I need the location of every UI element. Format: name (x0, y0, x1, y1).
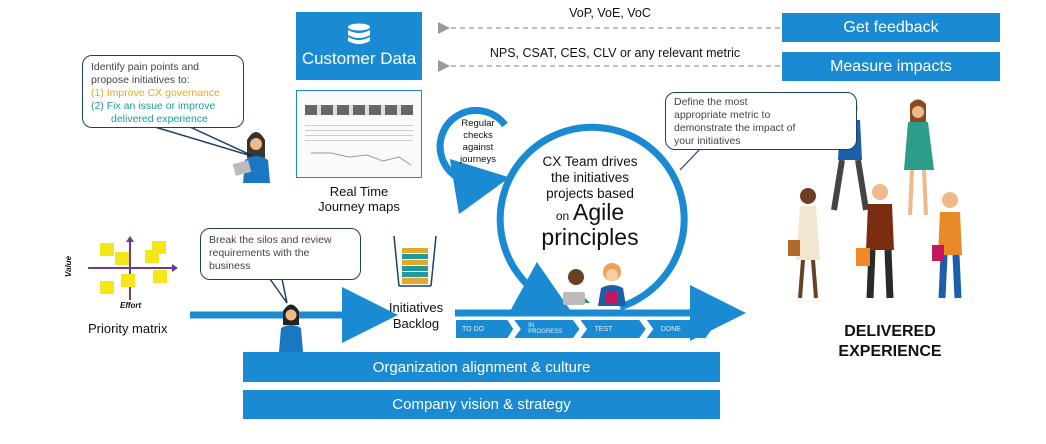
silos-line3: business (209, 260, 251, 272)
identify-line2: propose initiatives to: (91, 74, 190, 86)
backlog-line2: Backlog (392, 316, 440, 331)
initiatives-backlog-label: Initiatives Backlog (380, 300, 452, 332)
journey-maps-label: Real Time Journey maps (300, 184, 418, 214)
team-people-icon (562, 263, 626, 306)
define-line2: appropriate metric to (674, 109, 771, 121)
silos-line2: requirements with the (209, 247, 310, 259)
break-silos-bubble: Break the silos and review requirements … (200, 228, 361, 280)
identify-line1: Identify pain points and (91, 61, 199, 73)
agile-line3: projects based (546, 186, 634, 201)
kanban-stage-done[interactable]: DONE (646, 320, 712, 338)
agile-on: on (555, 209, 570, 223)
define-line4: your initiatives (674, 135, 741, 147)
kanban-stage-test[interactable]: TEST (580, 320, 646, 338)
company-vision-label: Company vision & strategy (392, 396, 571, 413)
backlog-stack-icon (393, 235, 437, 287)
kanban-label: TEST (594, 325, 613, 333)
voice-of-label: VoP, VoE, VoC (569, 6, 651, 20)
customer-data-label: Customer Data (301, 49, 417, 68)
agile-cycle-circle (496, 123, 688, 314)
identify-pain-points-bubble: Identify pain points and propose initiat… (82, 55, 244, 128)
regular-checks-text: Regular checks against journeys (450, 118, 506, 166)
analyst-person-icon (232, 132, 270, 183)
delivered-line2: EXPERIENCE (838, 343, 942, 360)
regular-checks-line2: checks (463, 130, 493, 141)
journey-maps-line1: Real Time (329, 184, 389, 199)
define-line3: demonstrate the impact of (674, 122, 796, 134)
company-vision-bar: Company vision & strategy (243, 390, 720, 419)
agile-line2: the initiatives (550, 170, 630, 185)
delivered-experience-label: DELIVERED EXPERIENCE (810, 322, 970, 362)
journey-map-thumbnail[interactable] (296, 90, 422, 178)
customer-data-box: Customer Data (296, 12, 422, 80)
kanban-label: IN PROGRESS (528, 323, 563, 335)
kanban-stage-todo[interactable]: TO DO (456, 320, 514, 338)
measure-impacts-button[interactable]: Measure impacts (782, 52, 1000, 81)
identify-item-fix-cont: delivered experience (111, 113, 208, 125)
kanban-label: DONE (660, 325, 681, 333)
business-person-icon (279, 304, 303, 352)
matrix-value-axis-label: Value (64, 255, 74, 278)
kanban-label: TO DO (462, 325, 485, 333)
regular-checks-line1: Regular (461, 118, 495, 129)
define-metric-bubble: Define the most appropriate metric to de… (665, 92, 857, 150)
kanban-stage-in-progress[interactable]: IN PROGRESS (514, 320, 580, 338)
identify-item-governance: (1) Improve CX governance (91, 87, 220, 99)
silos-line1: Break the silos and review (209, 234, 332, 246)
regular-checks-line3: against (462, 142, 494, 153)
regular-checks-arrow (436, 106, 510, 215)
get-feedback-button[interactable]: Get feedback (782, 13, 1000, 42)
database-icon (347, 23, 371, 45)
define-line1: Define the most (674, 96, 748, 108)
org-alignment-label: Organization alignment & culture (372, 358, 591, 376)
metrics-label: NPS, CSAT, CES, CLV or any relevant metr… (489, 46, 741, 60)
measure-impacts-label: Measure impacts (830, 57, 952, 75)
org-alignment-bar: Organization alignment & culture (243, 352, 720, 382)
matrix-effort-axis-label: Effort (120, 301, 142, 310)
get-feedback-label: Get feedback (843, 18, 939, 36)
delivered-line1: DELIVERED (844, 323, 936, 340)
identify-item-fix: (2) Fix an issue or improve (91, 100, 216, 112)
regular-checks-line4: journeys (460, 154, 496, 165)
agile-line1: CX Team drives (542, 154, 638, 169)
agile-word: Agile (572, 199, 625, 225)
journey-maps-line2: Journey maps (318, 199, 400, 214)
kanban-stages: TO DO IN PROGRESS TEST DONE (456, 320, 712, 338)
agile-circle-text: CX Team drives the initiatives projects … (510, 154, 670, 250)
priority-matrix-label: Priority matrix (88, 321, 168, 336)
priority-matrix-graphic (88, 236, 178, 300)
agile-principles: principles (541, 224, 639, 250)
backlog-line1: Initiatives (388, 300, 444, 315)
